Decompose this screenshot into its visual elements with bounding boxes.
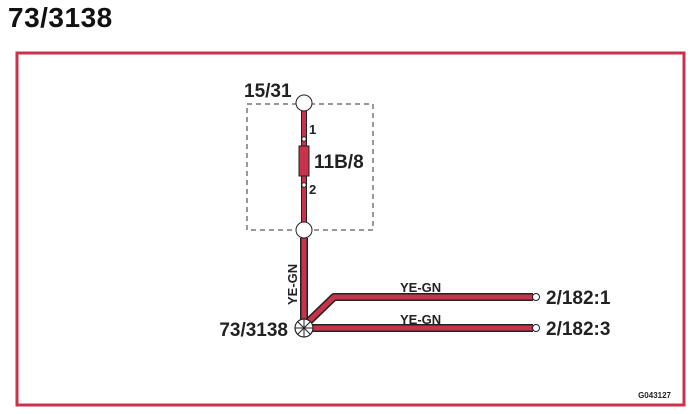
splice-label: 73/3138	[219, 320, 288, 341]
wire-vertical-color-label: YE-GN	[285, 264, 300, 305]
connector-top-label: 15/31	[244, 81, 292, 102]
diagram-frame	[15, 51, 686, 407]
terminal-upper-label: 2/182:1	[546, 288, 611, 309]
pin-dot-2	[301, 182, 307, 188]
wire-lower-color-label: YE-GN	[400, 312, 441, 327]
wire-upper-color-label: YE-GN	[400, 280, 441, 295]
wire-upper-branch	[303, 293, 533, 327]
connector-top-circle	[295, 94, 313, 112]
pin-dot-1	[301, 136, 307, 142]
terminal-lower-label: 2/182:3	[546, 319, 610, 340]
pin-top-label: 1	[309, 122, 316, 137]
terminal-lower-circle	[532, 324, 540, 332]
fuse-label: 11B/8	[314, 152, 364, 173]
pin-bottom-label: 2	[309, 182, 316, 197]
splice-symbol	[294, 318, 314, 338]
image-code-label: G043127	[638, 391, 671, 400]
page-title: 73/3138	[8, 2, 113, 33]
terminal-upper-circle	[532, 293, 540, 301]
connector-bottom-circle	[295, 221, 313, 239]
fuse-symbol	[298, 145, 310, 177]
